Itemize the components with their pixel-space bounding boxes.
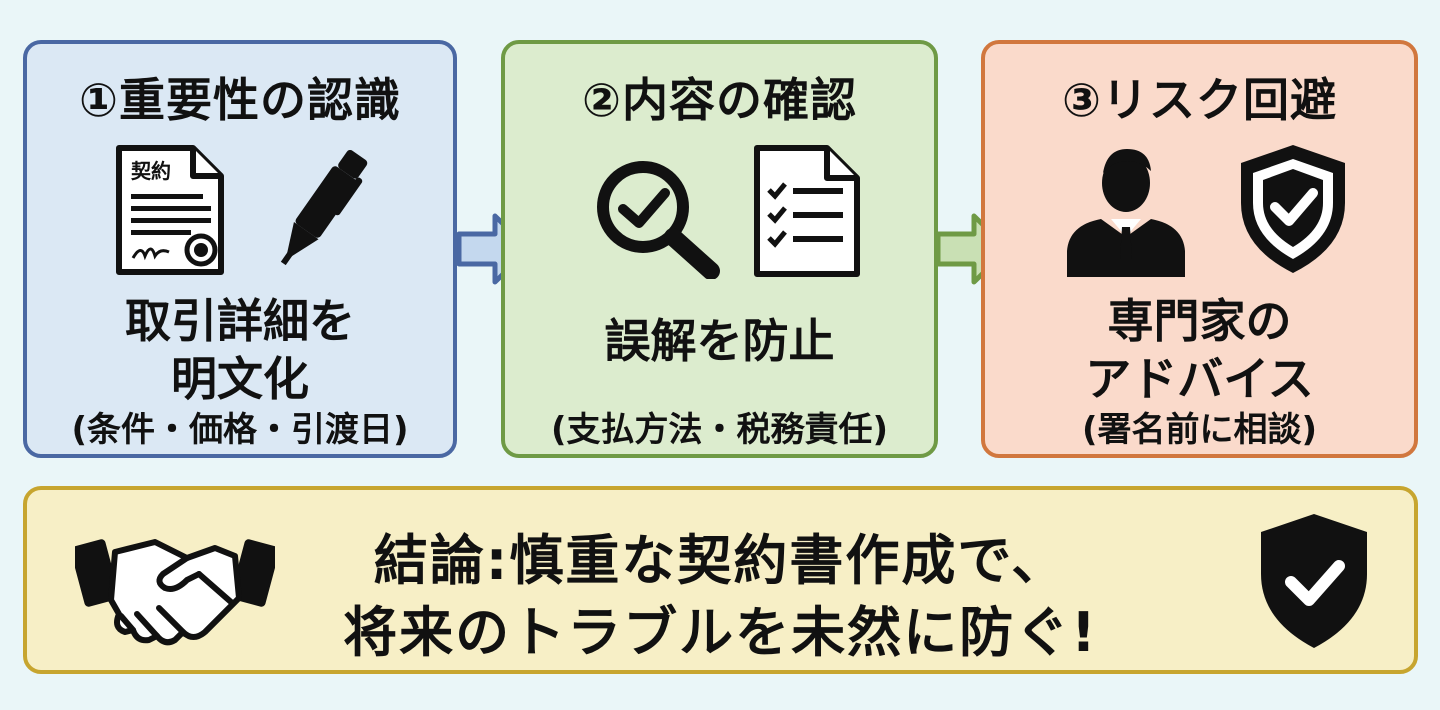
step-panel-risk-avoidance: ③リスク回避 専門家の アドバイス (署名前に相談)	[981, 40, 1418, 458]
checklist-icon	[754, 145, 860, 277]
step-title: ③リスク回避	[1062, 73, 1337, 127]
icon-row	[985, 139, 1414, 279]
step-title: ②内容の確認	[582, 73, 857, 127]
step-sub-text: (条件・価格・引渡日)	[71, 410, 409, 450]
step-main-line: 取引詳細を	[125, 294, 355, 348]
step-main-line: アドバイス	[1085, 352, 1314, 406]
step-main-line: 誤解を防止	[604, 314, 835, 368]
doc-label: 契約	[130, 159, 171, 183]
step-main-line: 専門家の	[1107, 294, 1292, 348]
shield-check-icon	[1241, 145, 1345, 273]
conclusion-line: 結論:慎重な契約書作成で、	[373, 529, 1068, 592]
step-main-line: 明文化	[171, 352, 309, 406]
conclusion-line: 将来のトラブルを未然に防ぐ!	[343, 601, 1098, 664]
businessman-icon	[1067, 149, 1185, 277]
step-panel-importance: ①重要性の認識 契約 取引詳細を 明文化 (条件・価格・引渡日)	[23, 40, 457, 458]
icon-row	[505, 139, 934, 279]
magnifier-check-icon	[597, 161, 720, 279]
step-sub-text: (署名前に相談)	[1081, 410, 1318, 450]
conclusion-panel: 結論:慎重な契約書作成で、 将来のトラブルを未然に防ぐ!	[23, 486, 1418, 674]
pen-icon	[280, 149, 368, 266]
contract-document-icon: 契約	[116, 145, 224, 275]
handshake-icon	[75, 539, 275, 646]
icon-row: 契約	[27, 139, 453, 279]
shield-check-icon	[1261, 514, 1367, 648]
step-sub-text: (支払方法・税務責任)	[550, 410, 889, 450]
step-title: ①重要性の認識	[79, 73, 401, 127]
step-panel-confirmation: ②内容の確認 誤解を防止 (支払方法・税務責任)	[501, 40, 938, 458]
